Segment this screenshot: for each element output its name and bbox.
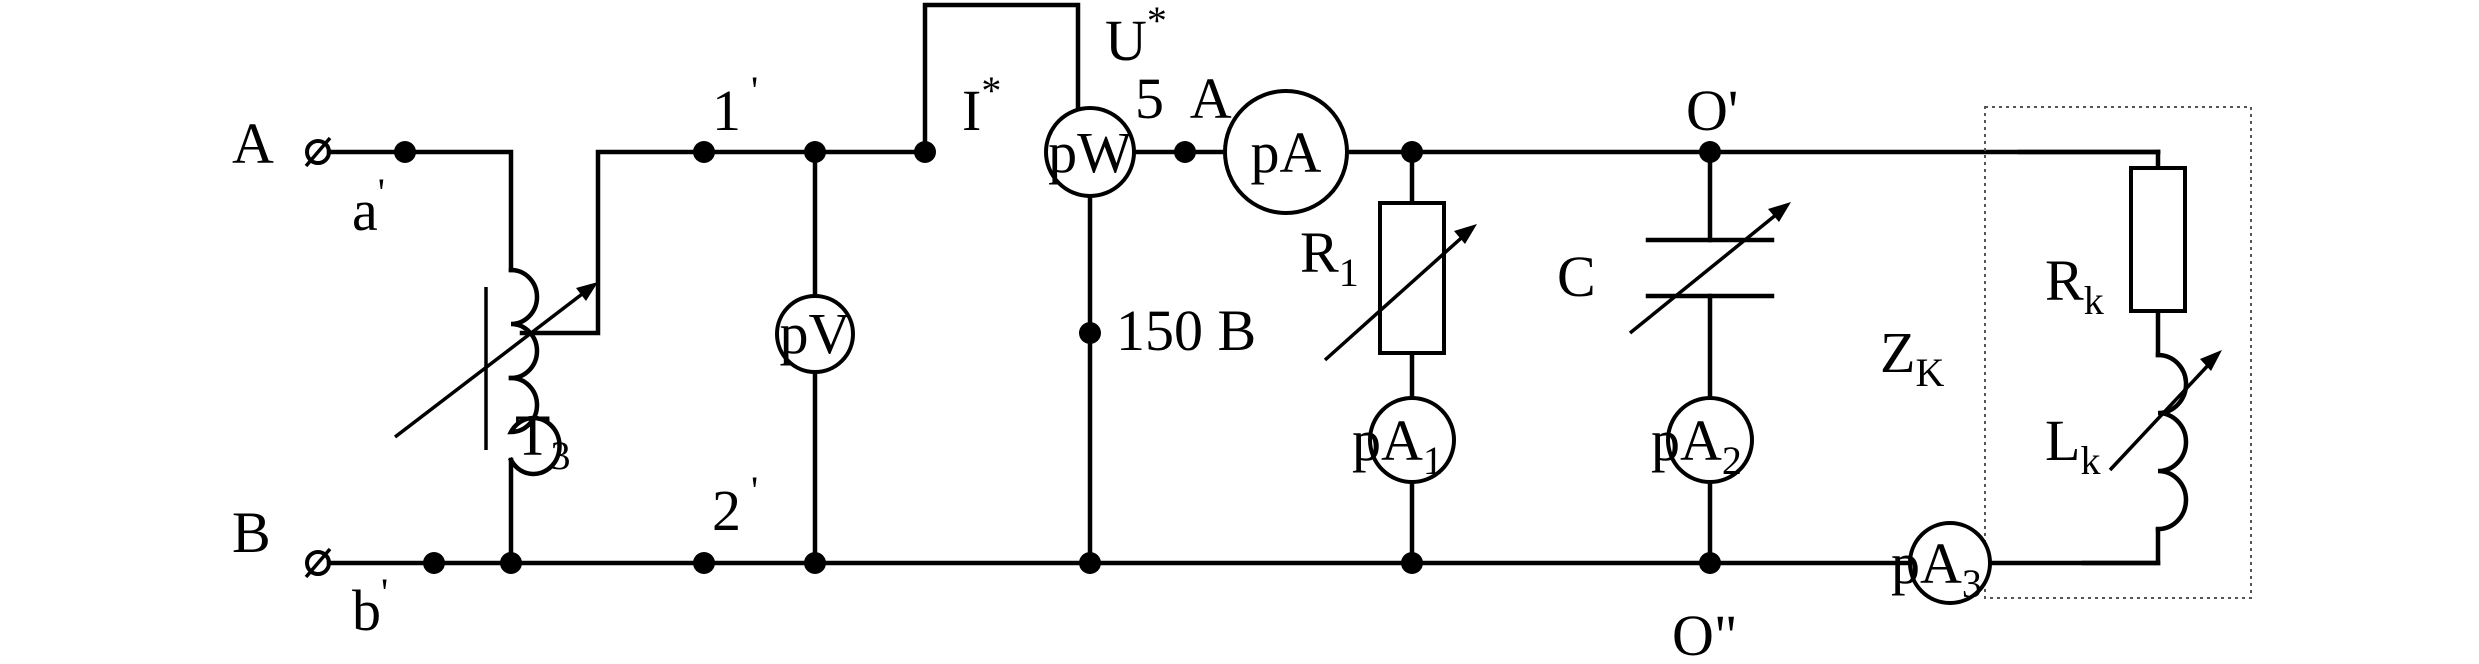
voltmeter-pv: pV [775, 294, 855, 374]
ammeter-pa1: pA1 [1352, 396, 1456, 484]
node-2-label: 2' [712, 468, 758, 543]
wattmeter-current-limit: 5 A [1135, 66, 1232, 131]
wires [326, 2, 2161, 566]
resistor-r1-label: R1 [1300, 220, 1359, 295]
terminal-a-label: A [232, 111, 274, 176]
ammeter-pa3-label: pA3 [1891, 531, 1982, 606]
terminal-b [304, 547, 332, 579]
resistor-r1 [1323, 201, 1477, 362]
wattmeter-label: pW [1048, 120, 1132, 185]
current-coil-label: I* [962, 68, 1001, 143]
resistor-rk-label: Rk [2045, 248, 2104, 323]
autotransformer-t3 [393, 267, 598, 477]
resistor-rk [2129, 166, 2187, 313]
wattmeter-pw: pW [1044, 106, 1136, 198]
labels: A B a' b' 1' 2' T3 I* U* 5 A 150 B R1 C … [232, 0, 2104, 664]
voltage-coil-label: U* [1105, 0, 1167, 73]
terminal-b-label: B [232, 500, 271, 565]
wattmeter-voltage-limit: 150 B [1116, 298, 1256, 363]
inductor-lk [2108, 350, 2222, 532]
terminal-b-prime-label: b' [352, 570, 388, 643]
zk-boundary-box [1984, 106, 2252, 599]
ammeter-label: pA [1251, 120, 1322, 185]
node-o1-label: O' [1686, 78, 1738, 143]
node-1-label: 1' [712, 68, 758, 143]
inductor-lk-label: Lk [2045, 408, 2100, 483]
ammeter-pa1-label: pA1 [1352, 408, 1443, 483]
capacitor-c-label: C [1557, 244, 1596, 309]
ammeter-pa: pA [1223, 89, 1349, 215]
capacitor-c [1628, 202, 1791, 335]
ammeter-pa3: pA3 [1891, 521, 1992, 606]
junction-dots [394, 141, 1721, 574]
impedance-zk-label: ZK [1880, 320, 1944, 395]
node-o2-label: O" [1672, 603, 1738, 664]
terminal-a-prime-label: a' [352, 170, 385, 243]
ammeter-pa2-label: pA2 [1651, 408, 1742, 483]
transformer-label: T3 [515, 403, 570, 478]
voltmeter-label: pV [780, 301, 851, 366]
ammeter-pa2: pA2 [1651, 396, 1754, 484]
terminal-a [304, 136, 332, 168]
